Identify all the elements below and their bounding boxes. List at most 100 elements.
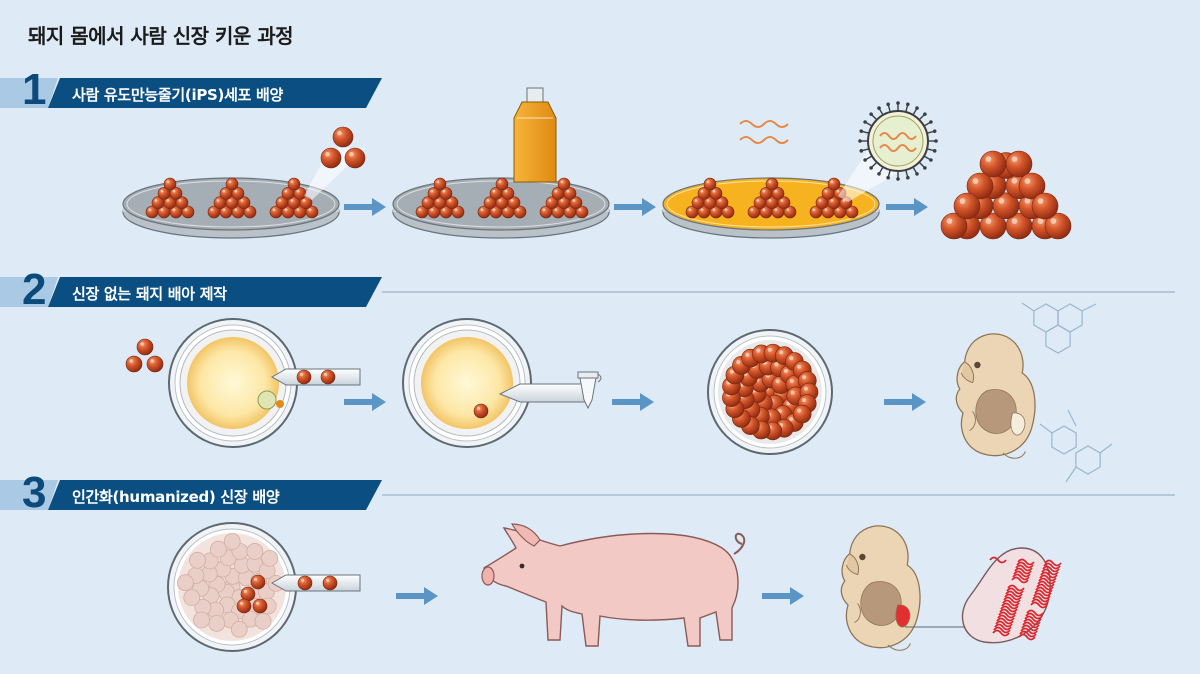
injection-pipette-3: [270, 574, 361, 592]
virus-spike-tip: [863, 120, 867, 124]
cell-highlight: [548, 199, 552, 202]
molecule-hex: [1045, 324, 1071, 354]
reagent-tube: [577, 371, 602, 410]
ips-cell-small: [136, 338, 154, 356]
kidney-nephron: [992, 629, 1010, 637]
blastocyst-cell: [792, 404, 812, 424]
cell-highlight: [154, 199, 158, 202]
virus-spike-tip: [906, 175, 910, 180]
blastocyst-dish: [707, 329, 833, 455]
kidney-nephron: [1011, 576, 1029, 584]
cell-highlight: [222, 208, 226, 212]
cell: [287, 177, 301, 191]
ips-cell-small: [146, 355, 164, 373]
molecule-hex: [1051, 425, 1077, 455]
polar-body: [257, 390, 277, 410]
virus-spike: [918, 161, 925, 168]
step-2-number-bg: [0, 277, 58, 307]
cell-highlight: [178, 199, 182, 202]
cell-highlight: [1037, 218, 1044, 224]
cell-highlight: [1024, 198, 1031, 204]
pig-cell: [208, 614, 226, 632]
virus-spike: [912, 166, 918, 174]
cell-highlight: [789, 356, 794, 361]
cell-highlight: [256, 601, 260, 605]
cell-highlight: [326, 578, 330, 582]
pipette-body: [270, 368, 361, 386]
fetus-leg: [1002, 451, 1026, 459]
fetus-limb: [854, 603, 861, 624]
virus-spike-tip: [877, 106, 881, 110]
kidney-nephron: [1013, 570, 1031, 578]
kidney-nephron: [1017, 558, 1035, 566]
cell-highlight: [300, 372, 304, 376]
kidney-nephron: [1003, 596, 1021, 604]
cell-highlight: [836, 189, 840, 193]
cell-highlight: [836, 208, 840, 212]
molecule-bond: [1021, 302, 1035, 312]
pig-eye: [519, 563, 525, 569]
fetus-face: [845, 553, 860, 576]
cell-highlight: [210, 208, 214, 212]
kidney-nephron: [1043, 562, 1061, 570]
virus-spike: [926, 148, 934, 152]
cell-highlight: [436, 199, 440, 202]
cell-highlight: [492, 189, 496, 193]
kidney-nephron: [1023, 618, 1041, 626]
cell-highlight: [542, 208, 546, 212]
step-1-number: 1: [22, 65, 47, 114]
cell-highlight: [324, 372, 328, 376]
kidney-nephron: [1025, 612, 1043, 620]
kidney-nephron: [1005, 590, 1023, 598]
cell-highlight: [762, 189, 766, 193]
cell-highlight: [802, 398, 807, 403]
molecule-bond: [1081, 303, 1097, 312]
cell-highlight: [254, 577, 258, 581]
chimera-dish: [167, 522, 297, 652]
pipette-cell: [297, 575, 313, 591]
cell-highlight: [272, 208, 276, 212]
molecule-bond: [1067, 409, 1077, 427]
cell-highlight: [325, 152, 330, 157]
kidney-nephron: [996, 617, 1014, 625]
cell-highlight: [774, 189, 778, 193]
cell-highlight: [166, 199, 170, 202]
cell-highlight: [1050, 218, 1057, 224]
cell-highlight: [786, 208, 790, 212]
cell-highlight: [803, 386, 808, 391]
pig-cell: [210, 540, 227, 558]
virus-spike: [865, 155, 873, 161]
culture-medium-bottle: [513, 87, 557, 183]
cell-highlight: [750, 208, 754, 212]
cell-highlight: [959, 198, 966, 204]
cell-highlight: [240, 199, 244, 202]
zoom-cell: [344, 147, 366, 169]
cell-highlight: [436, 180, 440, 184]
zoom-cell: [320, 147, 342, 169]
cell-highlight: [946, 218, 953, 224]
cell-highlight: [442, 189, 446, 193]
pig-ear: [510, 523, 541, 547]
cell-highlight: [718, 199, 722, 202]
cell-highlight: [756, 348, 761, 353]
cell-highlight: [430, 189, 434, 193]
egg-dish-1: [168, 318, 298, 448]
kidney-nephron: [1026, 609, 1044, 617]
fetus-eye: [859, 553, 866, 561]
cell-highlight: [830, 199, 834, 202]
cell-highlight: [349, 152, 354, 157]
cell-highlight: [830, 180, 834, 184]
cell-highlight: [779, 350, 784, 355]
kidney-nephron: [1030, 601, 1048, 609]
fetus-organ: [860, 581, 902, 626]
virus-spike: [923, 155, 931, 161]
cell-highlight: [998, 198, 1005, 204]
cell-highlight: [554, 189, 558, 193]
cell-highlight: [492, 208, 496, 212]
kidney-nephron: [1015, 564, 1033, 572]
virus-spike: [926, 130, 934, 134]
virus-rna-2: [879, 144, 917, 152]
fetus-eye: [974, 361, 981, 369]
virus-spike: [865, 121, 873, 127]
